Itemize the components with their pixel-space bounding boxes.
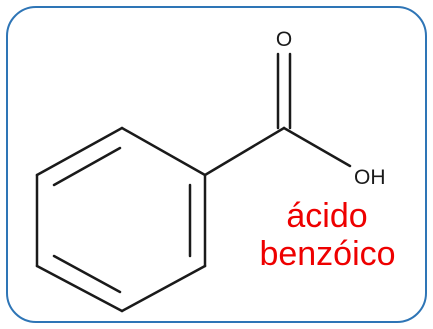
carbonyl-oxygen-label: O — [276, 28, 292, 51]
rounded-frame — [6, 6, 427, 323]
ring-bond-4 — [35, 264, 124, 313]
compound-name-line-2: benzóico — [259, 235, 396, 273]
compound-name-line-1: ácido — [286, 197, 368, 235]
hydroxyl-label: OH — [354, 166, 386, 189]
ring-bond-1 — [120, 126, 207, 177]
ring-double-bond-inner-3 — [52, 254, 122, 294]
ring-bond-6 — [35, 126, 124, 177]
hydroxyl-bond — [282, 126, 352, 168]
ring-to-carboxyl-bond — [203, 126, 286, 177]
bonds — [35, 52, 352, 313]
ring-double-bond-inner-1 — [52, 146, 122, 187]
ring-bond-3 — [120, 264, 207, 313]
